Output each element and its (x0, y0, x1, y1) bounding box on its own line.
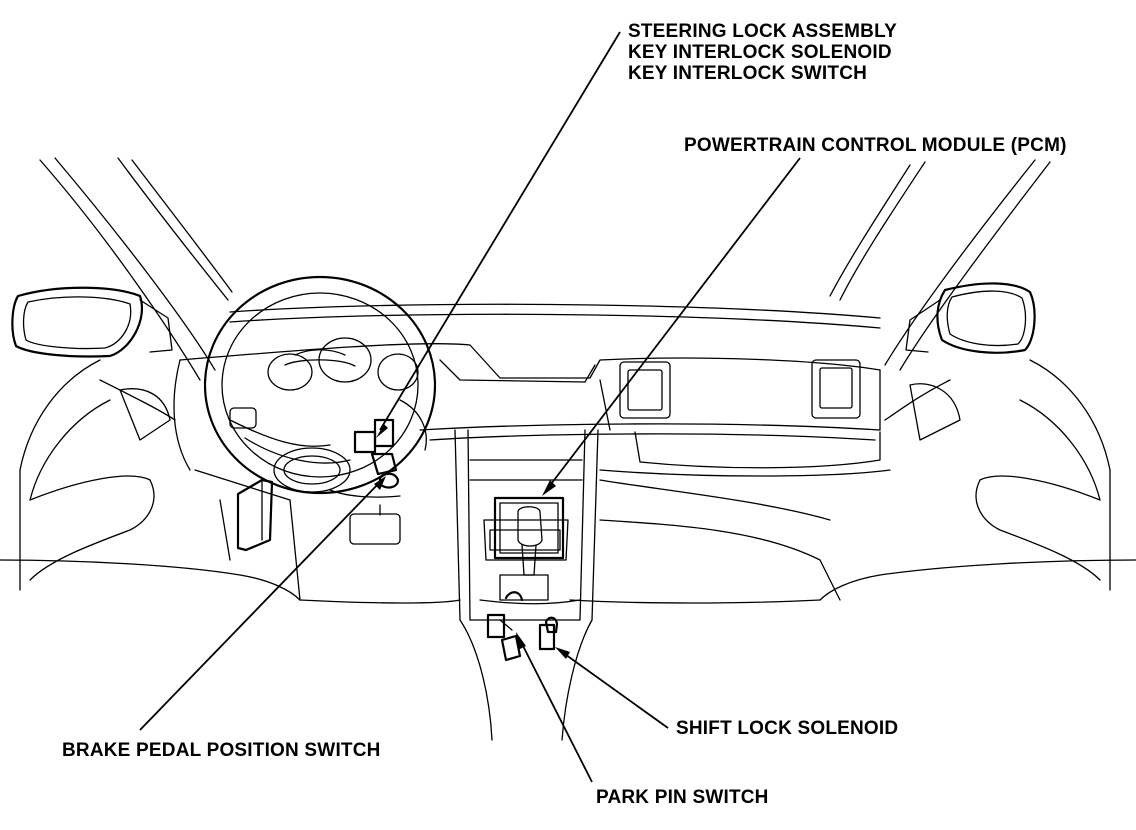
left-side-mirror (11, 286, 173, 358)
center-console (454, 429, 599, 741)
label-key-interlock-solenoid: KEY INTERLOCK SOLENOID (628, 42, 892, 63)
label-shift-lock-solenoid: SHIFT LOCK SOLENOID (676, 718, 899, 739)
steering-column-components (353, 399, 427, 489)
right-floor (569, 479, 841, 604)
right-side-mirror (905, 282, 1036, 354)
left-door-trim (0, 359, 301, 601)
park-pin-switch-parts (486, 591, 524, 662)
dashboard (179, 303, 881, 441)
leader-pcm (542, 157, 801, 496)
instrument-gauges (267, 337, 419, 391)
label-park-pin-switch: PARK PIN SWITCH (596, 787, 769, 808)
pcm-module (493, 496, 565, 560)
label-pcm: POWERTRAIN CONTROL MODULE (PCM) (684, 135, 1067, 156)
label-key-interlock-switch: KEY INTERLOCK SWITCH (628, 63, 868, 84)
windshield-pillars (39, 157, 1051, 381)
label-brake-pedal-position-switch: BRAKE PEDAL POSITION SWITCH (62, 740, 381, 761)
right-vent (811, 359, 861, 419)
leader-park-pin (516, 632, 593, 783)
shift-lock-solenoid-parts (538, 616, 559, 651)
center-left-vent (619, 361, 671, 419)
leader-steering-lock (376, 31, 621, 438)
shift-lever (517, 506, 543, 576)
right-door-trim (819, 359, 1136, 601)
label-steering-lock-assembly: STEERING LOCK ASSEMBLY (628, 21, 898, 42)
left-lower-dash (173, 359, 461, 604)
steering-wheel (203, 275, 437, 495)
glovebox (599, 431, 891, 477)
leader-brake-pedal (139, 476, 386, 731)
leader-shift-lock (555, 647, 669, 729)
